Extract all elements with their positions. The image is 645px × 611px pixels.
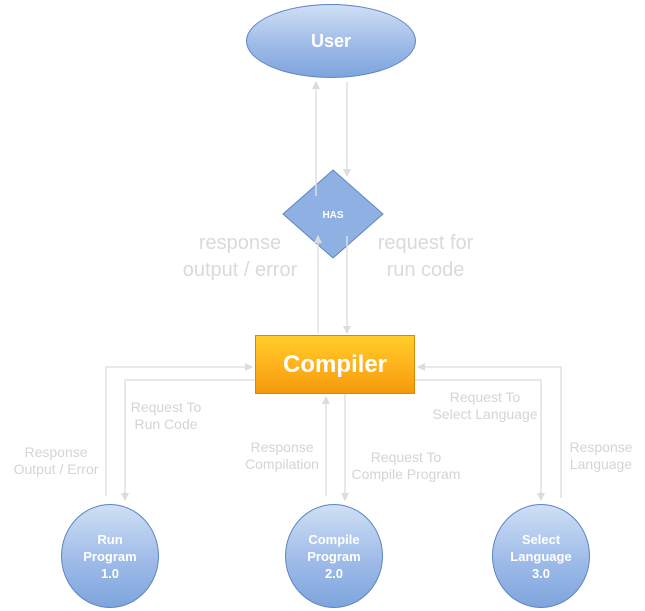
compiler-node-label: Compiler [282,350,387,378]
has-node-label: HAS [322,209,344,221]
label-response-compilation: Response Compilation [245,439,319,472]
compile-program-label: Compile Program 2.0 [307,531,361,581]
select-language-node: Select Language 3.0 [492,504,590,608]
label-request-to-run-code: Request To Run Code [130,399,202,432]
label-response-output-error: Response Output / Error [13,444,99,477]
label-response-language: Response Language [569,439,633,472]
edge-compiler-to-select [415,379,545,501]
user-node: User [246,4,416,78]
run-program-label: Run Program 1.0 [83,531,137,581]
label-request-for-run-code: request for run code [377,232,474,281]
edge-run-to-compiler [105,363,253,496]
label-request-to-select-language: Request To Select Language [432,389,538,422]
edge-compiler-to-run [121,379,255,501]
label-request-to-compile-program: Request To Compile Program [351,449,461,482]
compile-program-node: Compile Program 2.0 [285,504,383,608]
edge-select-to-compiler [417,363,562,498]
compiler-node: Compiler [255,335,415,394]
user-node-label: User [310,30,352,51]
label-response-output-error-big: response output / error [182,232,298,281]
run-program-node: Run Program 1.0 [61,504,159,608]
select-language-label: Select Language 3.0 [510,531,572,581]
has-diamond [282,169,384,259]
